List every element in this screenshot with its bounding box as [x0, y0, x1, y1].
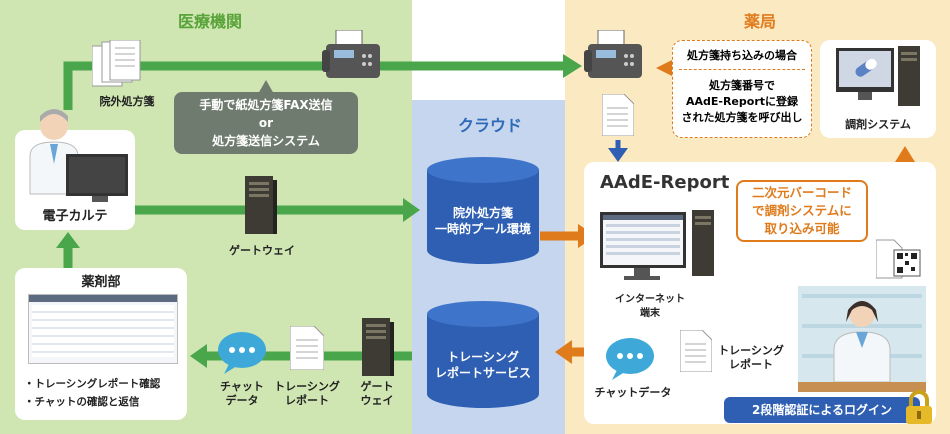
callout-pointer — [258, 80, 274, 94]
fax-doc-to-aade-arrowhead — [608, 148, 628, 162]
gateway2-label-2: ウェイ — [360, 394, 394, 407]
fax-to-pharmacy-arrowhead — [563, 54, 582, 78]
dispensing-system-label: 調剤システム — [845, 118, 911, 131]
pharmacist-illustration — [798, 286, 926, 392]
barcode-note-box: 二次元バーコード で調剤システムに 取り込み可能 — [736, 180, 868, 242]
fax-callout: 手動で紙処方箋FAX送信 or 処方箋送信システム — [174, 92, 358, 154]
doctor-with-monitor-illustration — [29, 109, 128, 202]
callout-line1: 手動で紙処方箋FAX送信 — [199, 98, 333, 112]
note-line-2: AAdE-Reportに登録 — [685, 95, 799, 108]
dispensing-system-computer-icon — [836, 46, 920, 106]
pharmacy-tracing-label-2: レポート — [729, 358, 773, 371]
pharmacy-fax-machine-icon — [584, 30, 642, 78]
callout-line2: 処方箋送信システム — [212, 134, 320, 148]
pharmacy-dept-title: 薬剤部 — [81, 275, 121, 290]
dept-bullet-1: ・トレーシングレポート確認 — [24, 378, 161, 390]
terminal-label-1: インターネット — [615, 294, 685, 305]
emr-label: 電子カルテ — [42, 209, 108, 224]
chat-data-label-2: データ — [225, 394, 259, 407]
tracing-db-label-1: トレーシング — [447, 350, 519, 364]
outpatient-prescription-label: 院外処方箋 — [99, 95, 155, 108]
login-text: 2段階認証によるログイン — [752, 403, 892, 417]
screen-header-bar — [29, 295, 177, 302]
callout-or: or — [258, 116, 274, 130]
tracing-db-label-2: レポートサービス — [434, 366, 531, 380]
pool-db-label-2: 一時的プール環境 — [434, 222, 531, 236]
gateway-label: ゲートウェイ — [229, 244, 295, 257]
prescription-pool-database-icon — [427, 157, 539, 264]
to-system-arrowhead — [895, 146, 915, 162]
pharmacy-chat-bubble-icon — [606, 338, 654, 380]
internet-terminal-icon — [600, 210, 714, 280]
medical-zone-title: 医療機関 — [177, 12, 242, 31]
emr-to-fax-arrow — [63, 61, 330, 110]
pool-db-label-1: 院外処方箋 — [452, 206, 513, 220]
note-title: 処方箋持ち込みの場合 — [679, 47, 805, 70]
terminal-label-2: 端末 — [640, 308, 660, 319]
tracing-report-document-icon — [290, 326, 324, 370]
pharmacy-zone-title: 薬局 — [743, 12, 776, 31]
fax-note-pointer — [656, 60, 672, 76]
qr-code-document-icon — [876, 239, 921, 279]
prescription-note-box: 処方箋持ち込みの場合 処方箋番号で AAdE-Reportに登録 された処方箋を… — [672, 40, 812, 138]
prescription-document-icon — [92, 40, 141, 87]
received-fax-document-icon — [602, 94, 634, 136]
chat-data-label-1: チャット — [220, 380, 264, 393]
gateway-server-icon-2 — [362, 318, 394, 376]
aade-to-cloud-arrowhead — [555, 340, 572, 364]
screen-table — [32, 305, 174, 357]
fax-machine-icon — [322, 30, 380, 78]
barcode-note-line-3: 取り込み可能 — [764, 221, 840, 236]
barcode-note-line-2: で調剤システムに — [752, 203, 852, 218]
padlock-icon — [906, 390, 932, 424]
chat-bubble-icon — [218, 332, 266, 374]
two-factor-login-banner: 2段階認証によるログイン — [724, 397, 920, 423]
gateway2-label-1: ゲート — [360, 380, 394, 393]
gateway-to-dept-arrowhead — [190, 344, 207, 368]
gateway-server-icon — [245, 176, 277, 234]
note-line-3: された処方箋を呼び出し — [681, 111, 803, 124]
barcode-note-line-1: 二次元バーコード — [751, 185, 852, 200]
emr-to-cloud-arrowhead — [403, 198, 420, 222]
pharmacy-chat-data-label: チャットデータ — [594, 386, 672, 399]
tracing-report-label-2: レポート — [285, 394, 329, 407]
pharmacy-tracing-label-1: トレーシング — [718, 344, 784, 357]
aade-report-title: AAdE-Report — [600, 172, 730, 193]
tracing-report-screen — [28, 294, 178, 364]
cloud-zone-title: クラウド — [457, 116, 522, 135]
note-line-1: 処方箋番号で — [709, 79, 775, 92]
tracing-report-label-1: トレーシング — [274, 380, 340, 393]
dept-to-emr-arrowhead — [56, 232, 80, 248]
pharmacy-tracing-report-icon — [680, 330, 712, 372]
tracing-service-database-icon — [427, 301, 539, 408]
dept-bullet-2: ・チャットの確認と返信 — [24, 396, 140, 408]
